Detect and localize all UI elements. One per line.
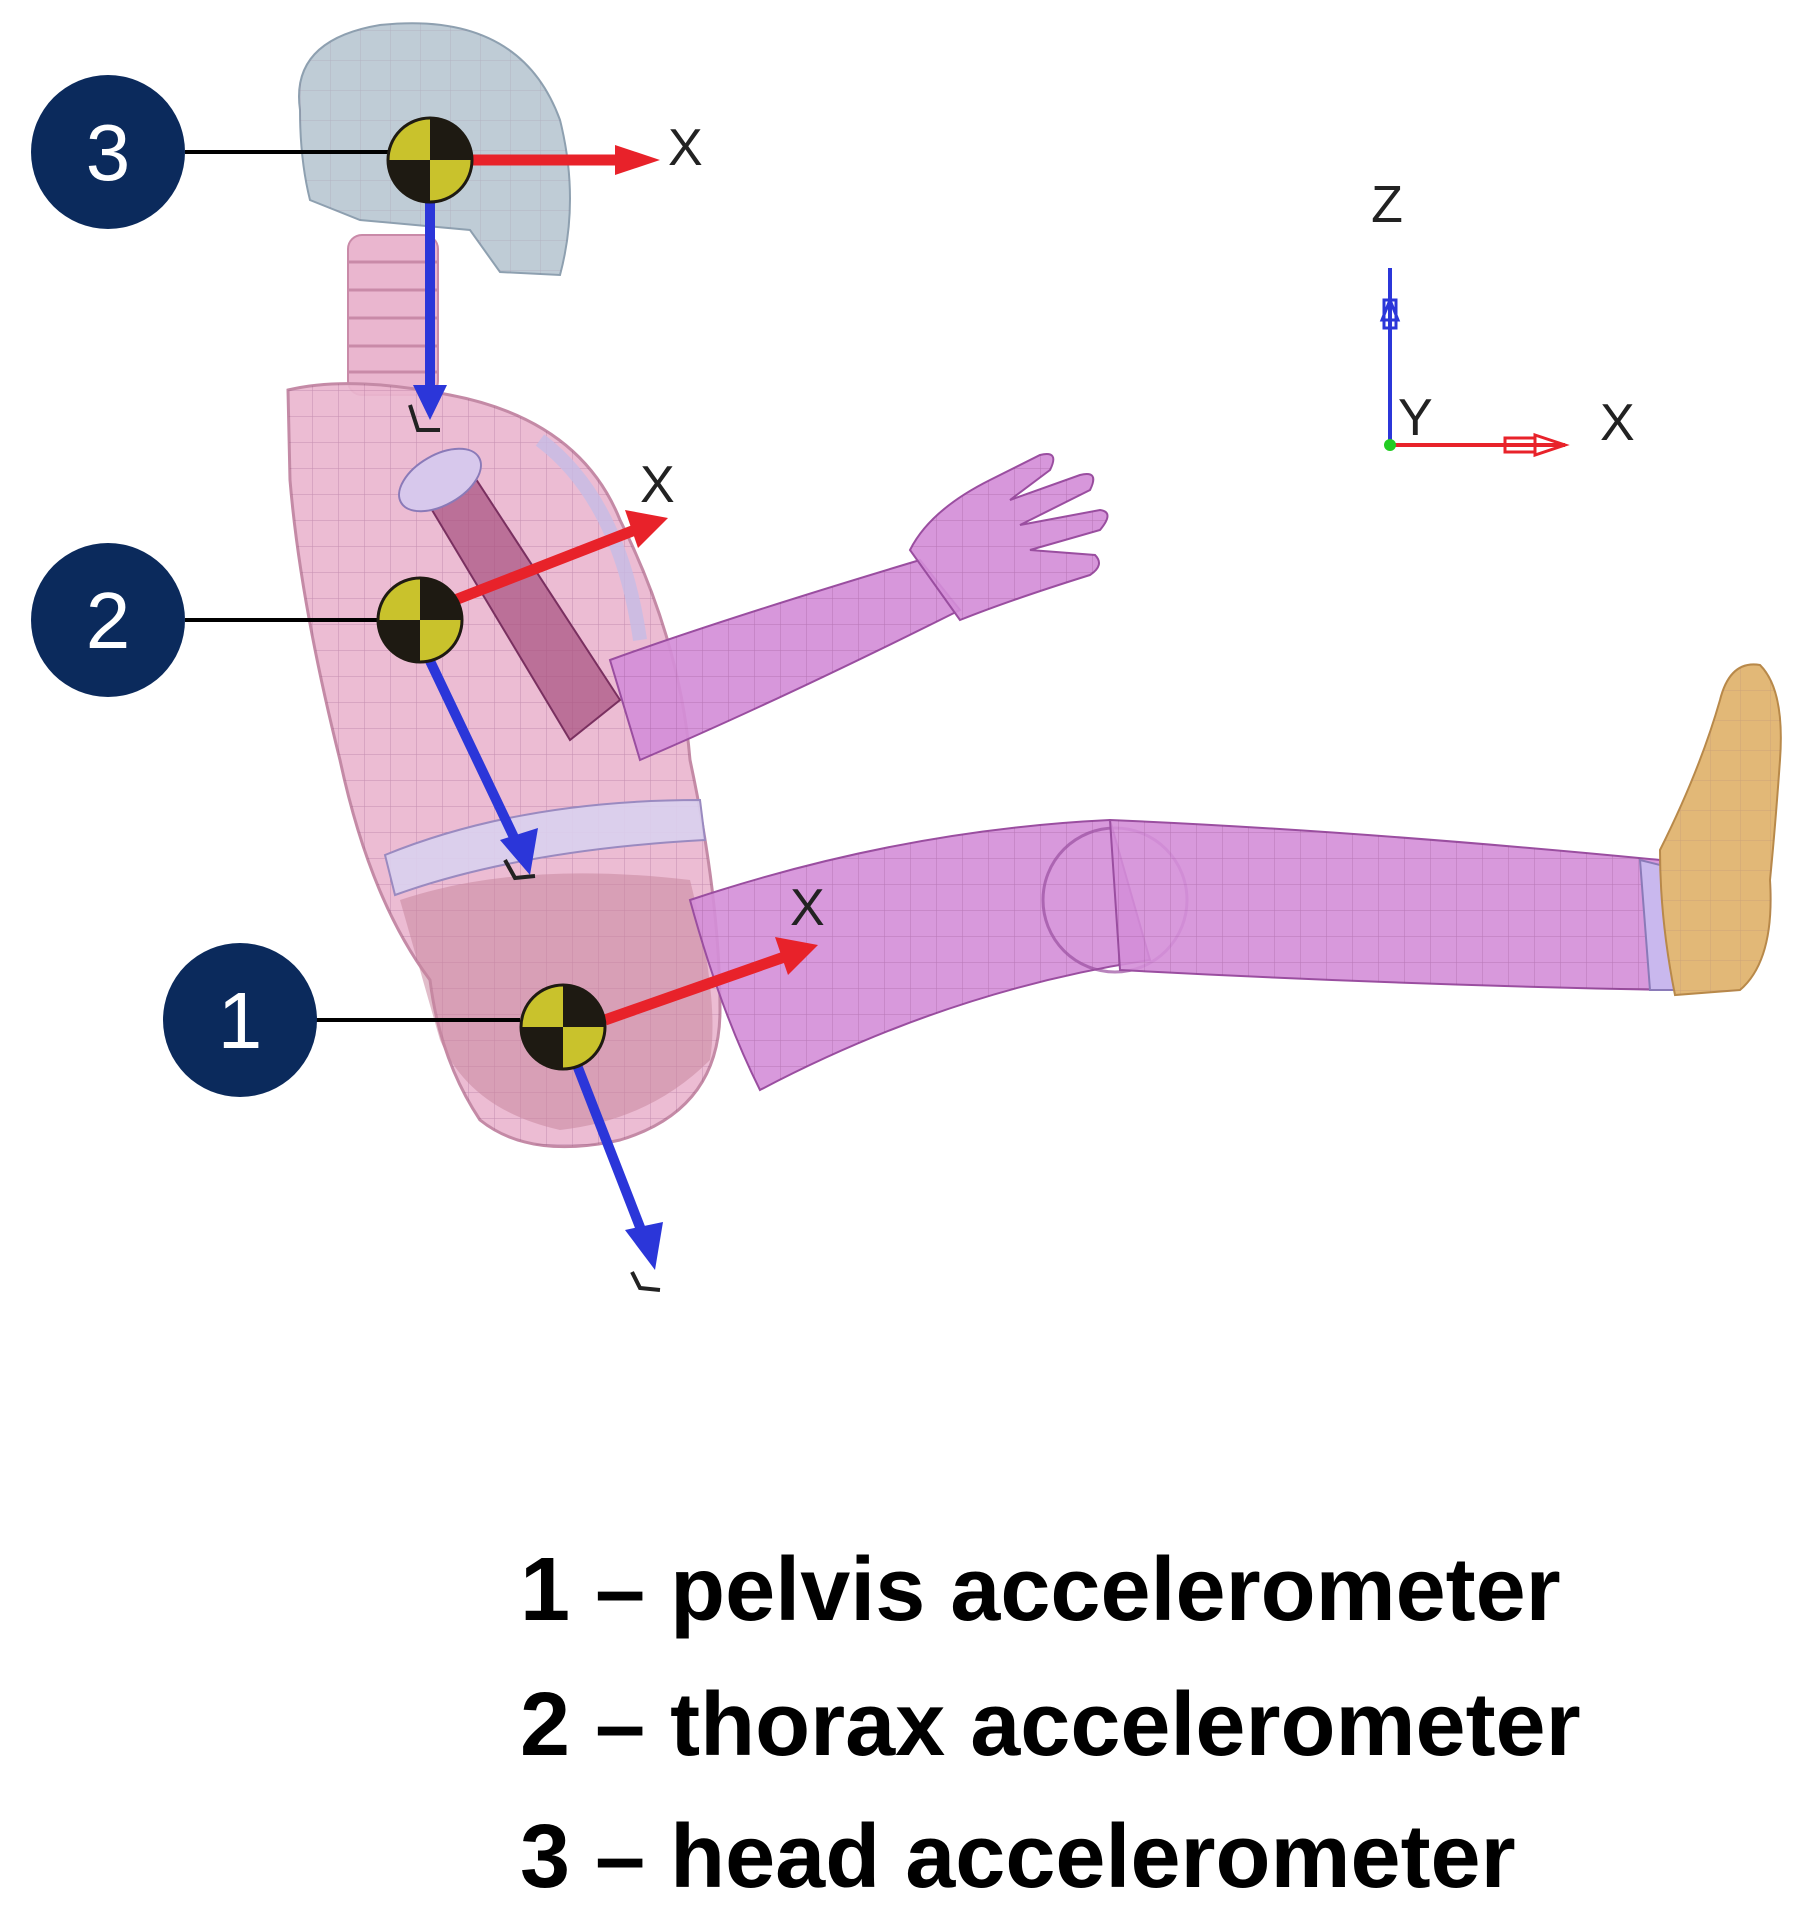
triad-z-label: Z: [1371, 176, 1403, 234]
legend-item-3: 3 – head accelerometer: [520, 1812, 1516, 1902]
sensor-2: X 2: [31, 456, 675, 881]
legend-item-1-dash: –: [595, 1540, 646, 1640]
global-axis-triad: Z Y X: [1371, 176, 1635, 458]
triad-x-label: X: [1600, 394, 1635, 452]
legend-item-1-text: pelvis accelerometer: [670, 1540, 1561, 1640]
sensor-1-x-label: X: [790, 879, 825, 937]
hand: [908, 453, 1109, 622]
badge-1: [163, 943, 317, 1097]
legend-item-2: 2 – thorax accelerometer: [520, 1680, 1581, 1770]
sensor-3-x-label: X: [668, 119, 703, 177]
badge-3: [31, 75, 185, 229]
badge-1-number: 1: [218, 976, 263, 1065]
legend-item-2-dash: –: [595, 1675, 646, 1775]
sensor-2-x-label: X: [640, 456, 675, 514]
badge-2-number: 2: [86, 576, 131, 665]
upper-arm: [398, 447, 622, 742]
legend-item-1: 1 – pelvis accelerometer: [520, 1545, 1561, 1635]
triad-y-label: Y: [1398, 389, 1433, 447]
legend-item-3-text: head accelerometer: [670, 1807, 1516, 1907]
foot: [1658, 663, 1782, 997]
torso: [286, 382, 722, 1149]
badge-3-number: 3: [86, 108, 131, 197]
legend-item-3-dash: –: [595, 1807, 646, 1907]
legend-item-2-text: thorax accelerometer: [670, 1675, 1581, 1775]
forearm: [608, 558, 962, 762]
sensor-3: X 3: [31, 75, 703, 432]
lower-leg: [1108, 818, 1692, 992]
badge-2: [31, 543, 185, 697]
neck: [347, 234, 439, 396]
legend-item-2-number: 2: [520, 1675, 571, 1775]
legend-item-3-number: 3: [520, 1807, 571, 1907]
sensor-1: X 1: [163, 879, 825, 1292]
legend-item-1-number: 1: [520, 1540, 571, 1640]
